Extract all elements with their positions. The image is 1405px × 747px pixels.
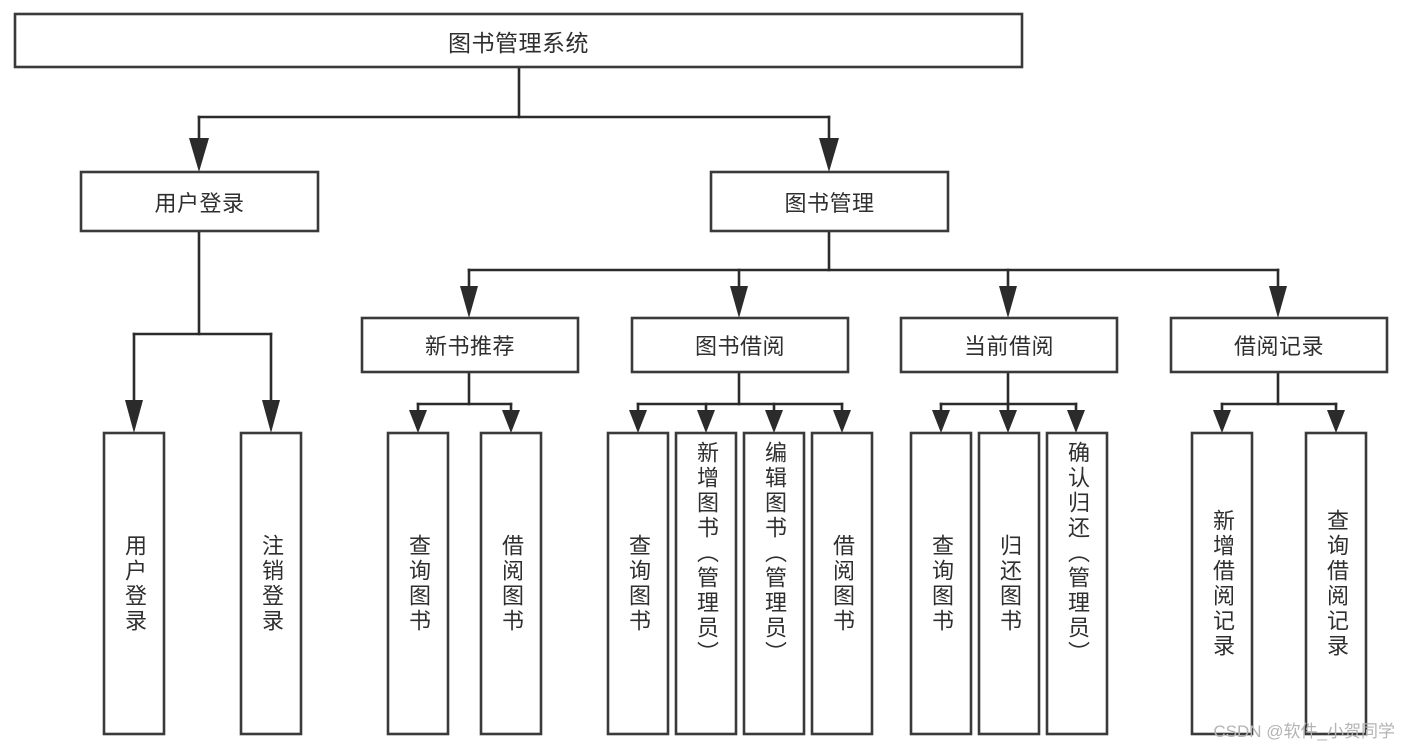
node-box-leaf-borrow-book-2[interactable] xyxy=(810,431,874,736)
connector-group-borrow-record-to-leaves xyxy=(1213,370,1345,433)
arrow-head-leaf-add-record xyxy=(1213,410,1231,433)
arrow-head-leaf-add-book xyxy=(697,410,715,433)
node-box-leaf-query-book-1[interactable] xyxy=(386,431,450,736)
arrow-head-leaf-query-book-1 xyxy=(409,410,427,433)
node-box-leaf-logout[interactable] xyxy=(239,431,303,736)
node-box-leaf-add-record[interactable] xyxy=(1190,431,1254,736)
arrow-head-leaf-logout xyxy=(262,400,280,433)
connector-group-new-book-recommend-to-leaves xyxy=(409,370,520,433)
arrow-head-leaf-user-login xyxy=(125,400,143,433)
arrow-head-leaf-query-record xyxy=(1327,410,1345,433)
arrow-head-leaf-borrow-book-1 xyxy=(502,410,520,433)
node-box-leaf-confirm-return[interactable] xyxy=(1045,431,1109,736)
arrow-head-leaf-confirm-return xyxy=(1067,410,1085,433)
connector-group-current-borrow-to-leaves xyxy=(932,370,1085,433)
node-box-borrow-record[interactable] xyxy=(1169,316,1389,374)
arrow-head-book-management xyxy=(819,138,839,172)
node-box-leaf-query-record[interactable] xyxy=(1304,431,1368,736)
node-box-leaf-return-book[interactable] xyxy=(977,431,1041,736)
node-box-leaf-borrow-book-1[interactable] xyxy=(479,431,543,736)
arrow-head-borrow-record xyxy=(1269,286,1287,318)
arrow-head-new-book-recommend xyxy=(460,286,478,318)
connector-group-user-login-to-leaves xyxy=(125,229,280,433)
arrow-head-leaf-borrow-book-2 xyxy=(833,410,851,433)
arrow-head-current-borrow xyxy=(999,286,1017,318)
node-box-leaf-query-book-3[interactable] xyxy=(909,431,973,736)
arrow-head-leaf-query-book-3 xyxy=(932,410,950,433)
node-box-current-borrow[interactable] xyxy=(899,316,1119,374)
node-box-leaf-user-login[interactable] xyxy=(102,431,166,736)
arrow-head-leaf-return-book xyxy=(999,410,1017,433)
node-box-leaf-query-book-2[interactable] xyxy=(606,431,670,736)
arrow-head-user-login xyxy=(189,138,209,172)
connector-group-book-management-to-level2 xyxy=(460,229,1287,318)
node-box-new-book-recommend[interactable] xyxy=(360,316,580,374)
connector-group-book-borrow-to-leaves xyxy=(629,370,851,433)
node-box-user-login[interactable] xyxy=(79,170,320,233)
node-box-root[interactable] xyxy=(13,12,1024,69)
arrow-head-leaf-query-book-2 xyxy=(629,410,647,433)
node-box-book-borrow[interactable] xyxy=(630,316,850,374)
arrow-head-leaf-edit-book xyxy=(765,410,783,433)
node-box-leaf-add-book[interactable] xyxy=(674,431,738,736)
connector-group-root-to-level1 xyxy=(189,65,839,172)
node-box-leaf-edit-book[interactable] xyxy=(742,431,806,736)
node-box-book-management[interactable] xyxy=(709,170,950,233)
arrow-head-book-borrow xyxy=(730,286,748,318)
